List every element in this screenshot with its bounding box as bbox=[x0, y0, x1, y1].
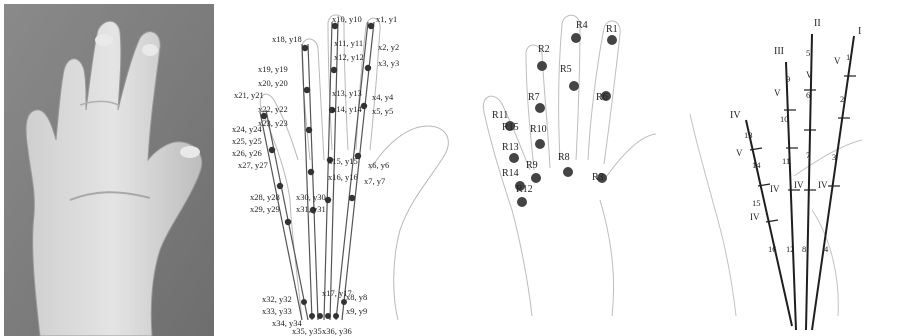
region-label: R6 bbox=[596, 92, 608, 103]
bone-number: 11 bbox=[782, 156, 790, 166]
keypoint-label: x15, y15 bbox=[328, 156, 358, 166]
segment-label: V bbox=[736, 148, 743, 158]
hand-outline bbox=[483, 15, 656, 316]
segment-label: V bbox=[774, 88, 781, 98]
region-label: R4 bbox=[576, 20, 588, 31]
bone-number: 14 bbox=[752, 160, 761, 170]
bone-number: 3 bbox=[832, 152, 836, 162]
region-label: R14 bbox=[502, 168, 519, 179]
keypoint-label: x2, y2 bbox=[378, 42, 399, 52]
bone-number: 16 bbox=[768, 244, 777, 254]
region-label: R10 bbox=[530, 124, 547, 135]
keypoint-diagram: x1, y1 x2, y2 x3, y3 x4, y4 x5, y5 x6, y… bbox=[232, 0, 472, 336]
keypoint-label: x14, y14 bbox=[332, 104, 363, 114]
segment-label: IV bbox=[794, 180, 804, 190]
fingernail bbox=[142, 44, 158, 56]
keypoint-label: x35, y35 bbox=[292, 326, 322, 336]
bone-number: 4 bbox=[824, 244, 829, 254]
keypoint-label: x1, y1 bbox=[376, 14, 397, 24]
thumbnail bbox=[180, 146, 200, 158]
region-labels: R1 R2 R3 R4 R5 R6 R7 R8 R9 R10 R11 R12 R… bbox=[492, 20, 618, 195]
region-label: R11 bbox=[492, 110, 508, 121]
keypoint-label: x5, y5 bbox=[372, 106, 393, 116]
keypoint-label: x36, y36 bbox=[322, 326, 352, 336]
region-label: R5 bbox=[560, 64, 572, 75]
segment-label: IV bbox=[818, 180, 828, 190]
finger-label: I bbox=[858, 26, 861, 37]
bone-number: 13 bbox=[744, 130, 753, 140]
keypoint-label: x12, y12 bbox=[334, 52, 364, 62]
hand-photo bbox=[0, 0, 232, 336]
keypoint-label: x30, y30 bbox=[296, 192, 326, 202]
keypoint-label: x18, y18 bbox=[272, 34, 302, 44]
keypoint-label: x17, y17 bbox=[322, 288, 352, 298]
keypoint-label: x22, y22 bbox=[258, 104, 288, 114]
keypoint-label: x3, y3 bbox=[378, 58, 399, 68]
keypoint-label: x19, y19 bbox=[258, 64, 288, 74]
bone-number: 9 bbox=[786, 74, 790, 84]
keypoint-labels: x1, y1 x2, y2 x3, y3 x4, y4 x5, y5 x6, y… bbox=[232, 14, 399, 336]
keypoint-label: x23, y23 bbox=[258, 118, 288, 128]
region-label: R8 bbox=[558, 152, 570, 163]
bone-number: 7 bbox=[806, 150, 810, 160]
segment-label: V bbox=[834, 56, 841, 66]
region-label: R15 bbox=[502, 122, 519, 133]
keypoint-label: x25, y25 bbox=[232, 136, 262, 146]
fingernail bbox=[95, 34, 113, 46]
bone-number: 12 bbox=[786, 244, 795, 254]
keypoint-label: x26, y26 bbox=[232, 148, 262, 158]
bone-number: 5 bbox=[806, 48, 810, 58]
hand-outline bbox=[690, 114, 862, 316]
keypoint-label: x4, y4 bbox=[372, 92, 394, 102]
bone-number: 8 bbox=[802, 244, 806, 254]
finger-label: IV bbox=[730, 110, 741, 121]
finger-label: III bbox=[774, 46, 784, 57]
keypoint-label: x27, y27 bbox=[238, 160, 268, 170]
segment-label: V bbox=[806, 70, 813, 80]
region-label: R1 bbox=[606, 24, 618, 35]
keypoint-label: x11, y11 bbox=[334, 38, 363, 48]
keypoint-label: x10, y10 bbox=[332, 14, 362, 24]
bone-diagram: I II III IV V V V V IV IV IV IV 1 2 3 4 … bbox=[662, 0, 920, 336]
bone-number: 10 bbox=[780, 114, 789, 124]
region-label: R9 bbox=[526, 160, 538, 171]
keypoint-label: x33, y33 bbox=[262, 306, 292, 316]
bone-number: 1 bbox=[846, 52, 850, 62]
finger-labels: I II III IV bbox=[730, 18, 861, 121]
region-label: R7 bbox=[528, 92, 540, 103]
bone-number: 15 bbox=[752, 198, 761, 208]
finger-label: II bbox=[814, 18, 821, 29]
keypoint-label: x9, y9 bbox=[346, 306, 367, 316]
keypoint-label: x24, y24 bbox=[232, 124, 263, 134]
region-label: R3 bbox=[592, 172, 604, 183]
keypoint-label: x16, y16 bbox=[328, 172, 358, 182]
segment-label: IV bbox=[770, 184, 780, 194]
bone-number: 2 bbox=[840, 94, 844, 104]
keypoint-label: x21, y21 bbox=[234, 90, 264, 100]
region-diagram: R1 R2 R3 R4 R5 R6 R7 R8 R9 R10 R11 R12 R… bbox=[472, 0, 662, 336]
keypoint-label: x28, y28 bbox=[250, 192, 280, 202]
keypoint-label: x31, y31 bbox=[296, 204, 326, 214]
keypoint-label: x32, y32 bbox=[262, 294, 292, 304]
region-label: R12 bbox=[516, 184, 533, 195]
keypoint-label: x6, y6 bbox=[368, 160, 389, 170]
segment-label: IV bbox=[750, 212, 760, 222]
region-label: R2 bbox=[538, 44, 550, 55]
keypoint-label: x29, y29 bbox=[250, 204, 280, 214]
keypoint-label: x7, y7 bbox=[364, 176, 385, 186]
keypoint-label: x13, y13 bbox=[332, 88, 362, 98]
bone-number: 6 bbox=[806, 90, 810, 100]
region-label: R13 bbox=[502, 142, 519, 153]
keypoint-label: x20, y20 bbox=[258, 78, 288, 88]
